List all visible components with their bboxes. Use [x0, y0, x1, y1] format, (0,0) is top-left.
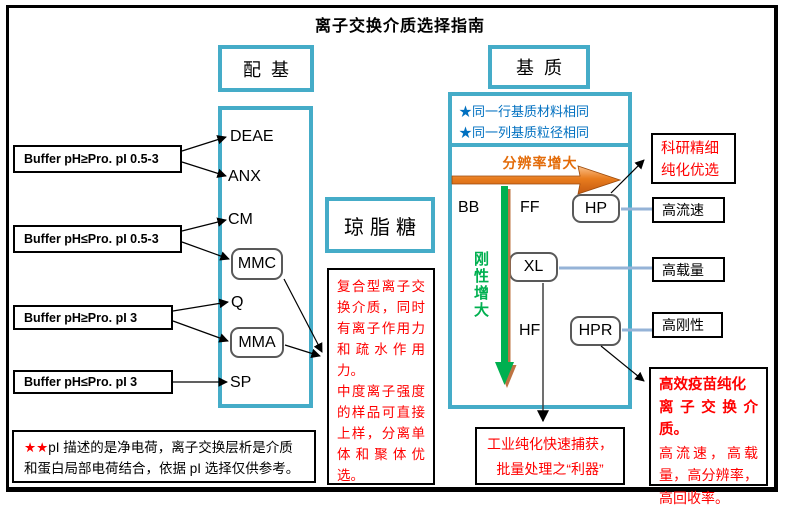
- ligand-q: Q: [231, 294, 244, 311]
- page-title: 离子交换介质选择指南: [314, 18, 485, 35]
- mixed-mode-note-p1: 复合型离子交换介质，同时有离子作用力和疏水作用力。: [337, 279, 425, 378]
- ligand-mma: MMA: [230, 327, 284, 358]
- buffer-condition-3: Buffer pH≥Pro. pI 3: [13, 305, 173, 330]
- ligand-header: 配基: [218, 45, 314, 92]
- outer-border: [6, 5, 778, 492]
- buffer-condition-1: Buffer pH≥Pro. pI 0.5-3: [13, 145, 182, 173]
- mixed-mode-note-p2: 中度离子强度的样品可直接上样，分离单体和聚体优选。: [337, 384, 425, 483]
- resolution-label: 分辨率增大: [502, 155, 578, 171]
- ligand-deae: DEAE: [230, 128, 274, 145]
- highcapacity-callout: 高载量: [652, 257, 725, 282]
- matrix-cell-xl: XL: [509, 252, 558, 282]
- highflow-callout: 高流速: [652, 197, 725, 223]
- buffer-condition-4: Buffer pH≤Pro. pI 3: [13, 370, 173, 394]
- rigidity-label: 刚性增大: [472, 251, 489, 319]
- matrix-row-note: ★同一行基质材料相同: [459, 104, 590, 119]
- ligand-sp: SP: [230, 374, 252, 391]
- matrix-col-note: ★同一列基质粒径相同: [459, 125, 590, 140]
- footnote-text-line2: 和蛋白局部电荷结合，依据 pI 选择仅供参考。: [24, 461, 300, 476]
- footnote-line1: ★★pI 描述的是净电荷，离子交换层析是介质: [24, 437, 306, 458]
- ligand-mmc: MMC: [231, 248, 283, 280]
- matrix-cell-hpr: HPR: [570, 316, 621, 346]
- ligand-cm: CM: [228, 211, 253, 228]
- matrix-divider: [450, 143, 630, 147]
- ligand-anx: ANX: [228, 168, 261, 185]
- vaccine-bold-line1: 高效疫苗纯化: [659, 377, 746, 393]
- vaccine-rest-text: 高流速，高载量，高分辨率，高回收率。: [659, 444, 758, 506]
- footnote-line2: 和蛋白局部电荷结合，依据 pI 选择仅供参考。: [24, 458, 306, 479]
- matrix-cell-ff: FF: [520, 199, 540, 216]
- buffer-condition-2: Buffer pH≤Pro. pI 0.5-3: [13, 225, 182, 253]
- agarose-box: 琼脂糖: [325, 197, 435, 253]
- matrix-header: 基质: [488, 45, 590, 89]
- research-callout: 科研精细纯化优选: [651, 133, 736, 184]
- matrix-cell-hp: HP: [572, 194, 620, 223]
- matrix-cell-hf: HF: [519, 322, 541, 339]
- matrix-cell-bb: BB: [458, 199, 480, 216]
- industrial-callout: 工业纯化快速捕获，批量处理之“利器”: [475, 427, 625, 485]
- footnote-text-line1: pI 描述的是净电荷，离子交换层析是介质: [48, 440, 293, 455]
- footnote-box: ★★pI 描述的是净电荷，离子交换层析是介质 和蛋白局部电荷结合，依据 pI 选…: [12, 430, 316, 483]
- mixed-mode-note: 复合型离子交换介质，同时有离子作用力和疏水作用力。 中度离子强度的样品可直接上样…: [327, 268, 435, 485]
- footnote-stars: ★★: [24, 440, 49, 455]
- vaccine-callout: 高效疫苗纯化离子交换介质。高流速，高载量，高分辨率，高回收率。: [649, 367, 768, 506]
- highrigidity-callout: 高刚性: [652, 312, 723, 338]
- vaccine-bold-line2: 离子交换介质。: [659, 399, 758, 439]
